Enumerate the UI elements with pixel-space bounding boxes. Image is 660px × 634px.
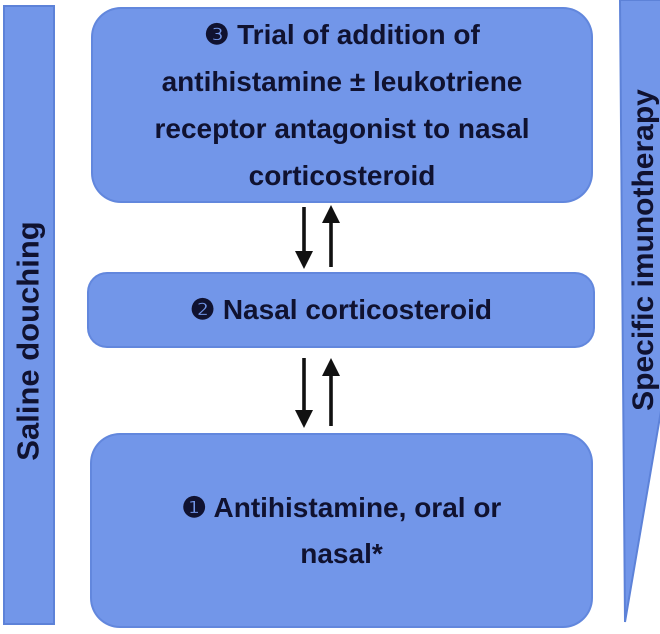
- step-2-box: ❷ Nasal corticosteroid: [87, 272, 595, 348]
- step-1-box: ❶ Antihistamine, oral or nasal*: [90, 433, 593, 628]
- step-3-line-3: receptor antagonist to nasal: [154, 113, 530, 144]
- arrows-step3-step2: [295, 205, 340, 269]
- down-arrow-icon: [295, 207, 313, 269]
- step-1-line-1: ❶ Antihistamine, oral or: [181, 491, 502, 523]
- step-2-line-1: ❷ Nasal corticosteroid: [189, 294, 493, 325]
- down-arrow-icon: [295, 358, 313, 428]
- step-1-line-2: nasal*: [300, 537, 383, 569]
- step-3-line-1: ❸ Trial of addition of: [204, 19, 480, 50]
- step-3-line-2: antihistamine ± leukotriene: [161, 66, 523, 97]
- arrows-step2-step1: [295, 358, 340, 428]
- saline-douching-label: Saline douching: [11, 221, 46, 461]
- immunotherapy-label: Specific imunotherapy: [627, 89, 660, 411]
- step-3-line-4: corticosteroid: [248, 160, 436, 191]
- up-arrow-icon: [322, 205, 340, 267]
- up-arrow-icon: [322, 358, 340, 426]
- saline-douching-bar: Saline douching: [3, 5, 55, 625]
- immunotherapy-label-wrap: Specific imunotherapy: [616, 0, 660, 500]
- step-3-box: ❸ Trial of addition of antihistamine ± l…: [91, 7, 593, 203]
